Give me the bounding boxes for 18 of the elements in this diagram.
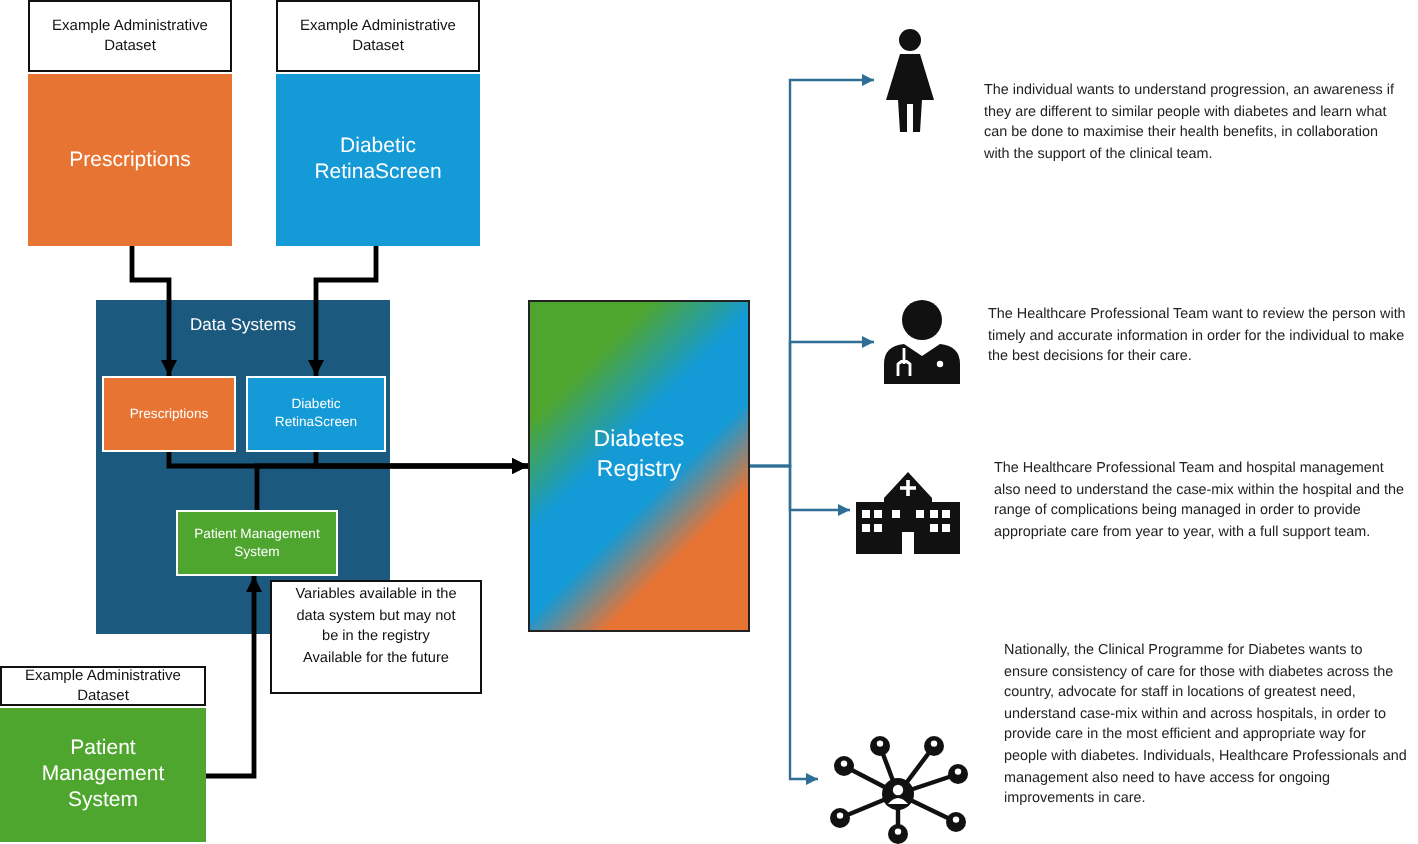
system-box: [246, 376, 386, 452]
arrow: [308, 246, 379, 376]
woman-icon: [880, 28, 940, 132]
people-network-icon: [824, 730, 974, 844]
arrow: [206, 576, 262, 779]
arrow: [254, 458, 528, 510]
dataset-name: Prescriptions: [69, 147, 191, 173]
registry-box: [528, 300, 750, 632]
doctor-icon: [880, 300, 964, 384]
registry-name: Diabetes Registry: [591, 426, 687, 486]
note-box: [270, 580, 482, 694]
system-box: [176, 510, 338, 576]
system-box: [102, 376, 236, 452]
panel-title: Data Systems: [188, 314, 298, 334]
dataset-name: Diabetic RetinaScreen: [312, 134, 444, 186]
arrow: [129, 246, 177, 376]
dataset-name: Patient Management System: [39, 736, 167, 814]
arrow: [750, 464, 818, 785]
